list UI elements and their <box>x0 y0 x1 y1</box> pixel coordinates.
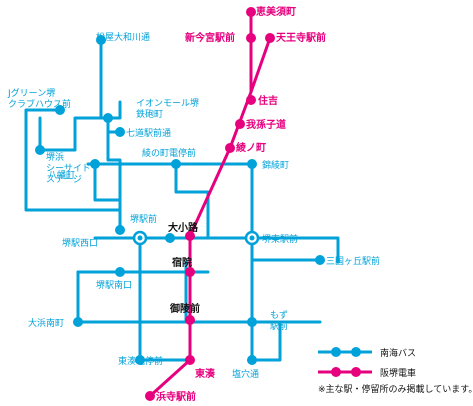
label-matsuya: 松屋大和川通 <box>96 31 150 43</box>
label-sakai-ekimae: 堺駅前 <box>130 213 157 225</box>
tram-stop-ayanocho <box>225 143 235 153</box>
label-mozu: もず駅前 <box>270 310 288 332</box>
label-aeon: イオンモール堺鉄砲町 <box>136 97 199 120</box>
label-jgreen: Jグリーン堺クラブハウス前 <box>7 87 71 110</box>
label-higashiminato-densha: 東湊電停前 <box>118 355 163 367</box>
tram-stop-ebisucho <box>246 7 256 17</box>
bus-stop-ohamaminamimachi <box>73 317 83 327</box>
label-sakai-higashi: 堺東駅前 <box>262 233 298 245</box>
label-hamaderaekimae: 浜寺駅前 <box>156 390 196 403</box>
label-ebisucho: 恵美須町 <box>256 5 296 18</box>
bus-stop-mikunigaoka <box>315 255 325 265</box>
bus-stop-matsuya <box>96 35 106 45</box>
bus-stop-mozu <box>247 317 257 327</box>
bus-route-sakai-east <box>174 162 210 238</box>
label-goryomae: 御陵前 <box>169 302 200 315</box>
label-oshoji: 大小路 <box>168 221 199 234</box>
bus-stop-higashiminato-densha <box>135 355 145 365</box>
tram-route-main <box>148 10 253 398</box>
label-sumiyoshi: 住吉 <box>258 94 278 107</box>
label-ohamaminamimachi: 大浜南町 <box>28 317 64 329</box>
bus-route-seaside-loop <box>38 116 110 152</box>
tram-stop-sumiyoshi <box>246 95 256 105</box>
tram-stop-hamaderaekimae <box>145 391 155 401</box>
label-shin-imamiya: 新今宮駅前 <box>185 31 235 44</box>
bus-stop-trunk <box>165 233 175 243</box>
label-shichido: 七道駅前通 <box>126 127 171 139</box>
tram-route-tennoji <box>249 36 272 94</box>
tram-stop-shukuin <box>185 267 195 277</box>
bus-stop-sakai-nishiguchi <box>115 225 125 235</box>
tram-stop-shin-imamiya <box>246 33 256 43</box>
bus-stop-yahatacho <box>90 159 100 169</box>
label-abikomichi: 我孫子道 <box>246 118 286 131</box>
bus-stop-seaside <box>35 145 45 155</box>
tram-stop-abikomichi <box>235 119 245 129</box>
bus-stop-nishikiayacho <box>247 159 257 169</box>
bus-route-trunk <box>93 236 340 264</box>
label-ayanocho: 綾ノ町 <box>236 141 266 154</box>
legend-tram: 阪堺電車 <box>380 367 416 379</box>
tram-stop-tennoji <box>265 33 275 43</box>
legend-note: ※主な駅・停留所のみ掲載しています。 <box>318 383 473 395</box>
label-shukuin: 宿院 <box>172 256 192 269</box>
tram-stop-oshoji <box>185 231 195 241</box>
label-ayanocho-densha: 綾の町電停前 <box>142 147 196 159</box>
bus-stop-sakai-minamiguchi <box>115 267 125 277</box>
label-tennoji: 天王寺駅前 <box>276 31 326 44</box>
legend: 南海バス 阪堺電車 ※主な駅・停留所のみ掲載しています。 <box>318 347 473 395</box>
label-tsukaana: 塩穴通 <box>232 368 259 380</box>
label-seaside: 堺浜シーサイドステージ <box>46 151 91 185</box>
label-mikunigaoka: 三国ヶ丘駅前 <box>326 255 380 267</box>
bus-route-higashiminato <box>138 236 188 362</box>
bus-stop-ayanocho-densha <box>171 159 181 169</box>
bus-stop-aeon <box>103 113 113 123</box>
bus-stop-shichido <box>115 127 125 137</box>
legend-bus: 南海バス <box>380 347 416 359</box>
bus-route-north <box>99 38 122 232</box>
tram-stop-goryomae <box>185 315 195 325</box>
bus-route-mozu <box>250 236 282 362</box>
bus-route-yahata <box>93 162 122 202</box>
bus-stop-jgreen <box>55 105 65 115</box>
bus-route-jgreen <box>24 108 122 232</box>
label-yahatacho: 八幡町 <box>48 169 75 181</box>
bus-stop-tsukaana <box>247 355 257 365</box>
label-sakai-minamiguchi: 堺駅南口 <box>96 279 132 291</box>
label-sakai-nishiguchi: 堺駅西口 <box>62 237 98 249</box>
tram-stop-higashiminato <box>185 355 195 365</box>
label-higashiminato: 東湊 <box>195 367 216 380</box>
label-nishikiayacho: 錦綾町 <box>262 159 289 171</box>
